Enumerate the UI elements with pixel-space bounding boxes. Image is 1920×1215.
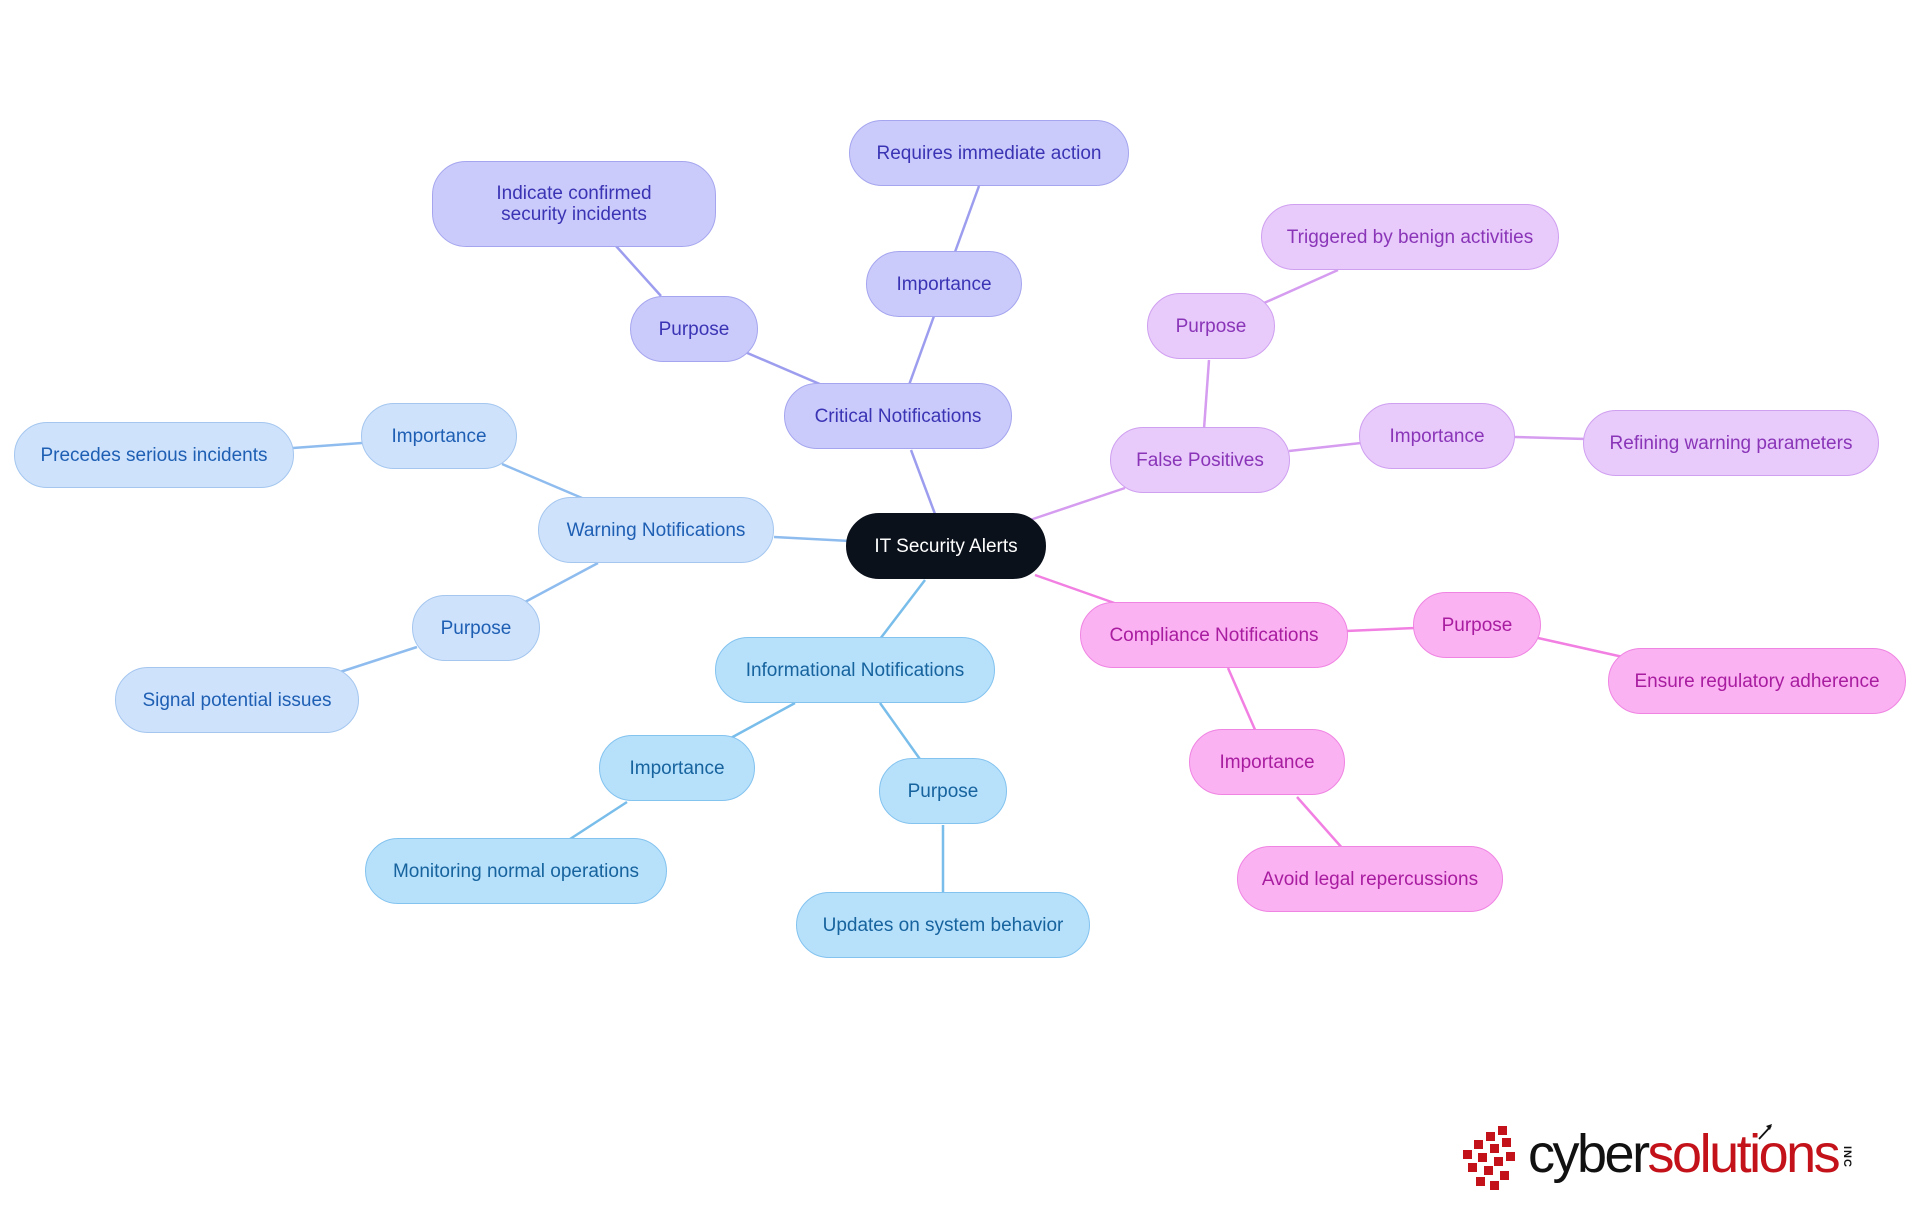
node-warning-purpose-detail[interactable]: Signal potential issues [115,667,359,733]
node-informational-notifications[interactable]: Informational Notifications [715,637,995,703]
node-warning-importance-detail[interactable]: Precedes serious incidents [14,422,294,488]
logo-wordmark: cybersolutions [1528,1124,1841,1184]
node-warning-importance[interactable]: Importance [361,403,517,469]
node-compliance-purpose[interactable]: Purpose [1413,592,1541,658]
node-critical-purpose-detail[interactable]: Indicate confirmed security incidents [432,161,716,247]
node-critical-importance[interactable]: Importance [866,251,1022,317]
edge-informational-purpose [878,702,924,763]
edge-critical-purpose-detail [615,245,662,297]
edge-warning-purpose [524,561,599,604]
logo-word-cyber: cyber [1528,1124,1650,1184]
cybersolutions-logo: cybersolutions INC [1460,1120,1880,1200]
node-critical-notifications[interactable]: Critical Notifications [784,383,1012,449]
edge-informational-importance [728,701,796,741]
edge-critical-purpose [744,350,823,387]
node-informational-importance-detail[interactable]: Monitoring normal operations [365,838,667,904]
edge-fp-importance-detail [1514,435,1587,441]
node-critical-importance-detail[interactable]: Requires immediate action [849,120,1129,186]
edge-compliance-purpose [1345,626,1416,633]
node-compliance-importance[interactable]: Importance [1189,729,1345,795]
node-compliance-purpose-detail[interactable]: Ensure regulatory adherence [1608,648,1906,714]
edge-root-informational [879,579,926,640]
node-informational-purpose-detail[interactable]: Updates on system behavior [796,892,1090,958]
node-warning-purpose[interactable]: Purpose [412,595,540,661]
edge-fp-purpose-detail [1263,268,1339,305]
node-fp-importance-detail[interactable]: Refining warning parameters [1583,410,1879,476]
node-compliance-notifications[interactable]: Compliance Notifications [1080,602,1348,668]
node-fp-importance[interactable]: Importance [1359,403,1515,469]
node-informational-purpose[interactable]: Purpose [879,758,1007,824]
edge-root-false-positives [1029,486,1126,522]
edge-critical-importance-detail [953,185,981,253]
edge-compliance-purpose-detail [1537,636,1624,659]
node-critical-purpose[interactable]: Purpose [630,296,758,362]
node-fp-purpose-detail[interactable]: Triggered by benign activities [1261,204,1559,270]
edge-warning-importance-detail [292,441,363,450]
node-compliance-importance-detail[interactable]: Avoid legal repercussions [1237,846,1503,912]
logo-inc-suffix: INC [1841,1146,1853,1168]
node-informational-importance[interactable]: Importance [599,735,755,801]
node-false-positives[interactable]: False Positives [1110,427,1290,493]
edge-root-critical [909,449,937,515]
node-root[interactable]: IT Security Alerts [846,513,1046,579]
edge-fp-importance [1288,441,1362,453]
edge-fp-purpose [1202,359,1211,430]
logo-arrow-icon [1758,1124,1772,1140]
node-fp-purpose[interactable]: Purpose [1147,293,1275,359]
edge-warning-importance [501,462,583,500]
edge-informational-importance-detail [566,800,628,843]
edge-compliance-importance [1226,667,1258,733]
edge-warning-purpose-detail [336,645,418,675]
edge-critical-importance [907,315,936,386]
edge-root-warning [773,535,851,543]
edge-compliance-importance-detail [1296,796,1344,850]
edge-root-compliance [1034,573,1121,607]
logo-mark-icon [1463,1126,1515,1190]
logo-word-solutions: solutions [1647,1124,1841,1184]
node-warning-notifications[interactable]: Warning Notifications [538,497,774,563]
